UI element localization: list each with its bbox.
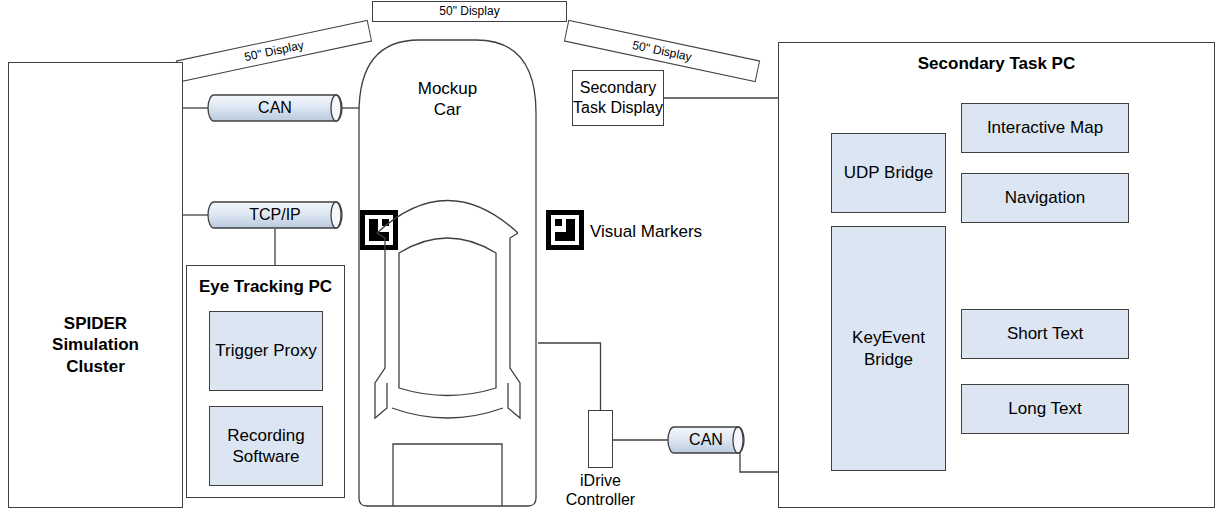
node-text: UDP Bridge xyxy=(844,162,933,183)
connector xyxy=(613,439,668,440)
node-text: CAN xyxy=(258,98,292,118)
display-box: Secondary Task Display xyxy=(572,70,664,126)
node-text: iDrive Controller xyxy=(556,471,646,509)
node-text: 50" Display xyxy=(631,37,693,64)
visual-marker xyxy=(546,210,584,250)
node-text: Short Text xyxy=(1007,323,1083,344)
node-text: SPIDER Simulation Cluster xyxy=(41,313,151,377)
node-text: CAN xyxy=(689,430,723,450)
software-box: Trigger Proxy xyxy=(209,311,323,391)
node-text: Navigation xyxy=(1005,187,1085,208)
node-text: Recording Software xyxy=(214,425,318,468)
connector xyxy=(183,214,208,215)
software-box: KeyEvent Bridge xyxy=(831,226,946,471)
pc-box: Eye Tracking PC Trigger ProxyRecording So… xyxy=(186,265,345,498)
node-text: Eye Tracking PC xyxy=(199,276,332,297)
node-text: 50" Display xyxy=(439,4,499,19)
node-text: TCP/IP xyxy=(249,205,301,225)
display-panel: 50" Display xyxy=(372,1,567,22)
bus-pipe: CAN xyxy=(208,94,342,122)
node-text: Secondary Task Display xyxy=(573,78,663,118)
connector xyxy=(740,452,778,472)
software-box: Recording Software xyxy=(209,406,323,486)
node-text: KeyEvent Bridge xyxy=(836,327,941,370)
node-text: Trigger Proxy xyxy=(215,340,316,361)
software-box: Navigation xyxy=(961,173,1129,223)
pc-box: Secondary Task PC UDP Bridge Interactive M… xyxy=(778,42,1215,508)
node-text: Long Text xyxy=(1008,398,1081,419)
connector xyxy=(342,107,359,108)
node-text: Interactive Map xyxy=(987,117,1103,138)
bus-pipe: CAN xyxy=(668,426,744,454)
simulation-cluster: SPIDER Simulation Cluster xyxy=(8,62,183,508)
software-box: Short Text xyxy=(961,309,1129,359)
marker-label: Visual Markers xyxy=(590,222,702,242)
controller-box: iDrive Controller xyxy=(588,410,613,468)
software-box: UDP Bridge xyxy=(831,133,946,213)
connector xyxy=(664,97,778,98)
visual-marker xyxy=(360,210,398,250)
software-box: Interactive Map xyxy=(961,103,1129,153)
connector xyxy=(538,343,601,410)
node-text: Mockup Car xyxy=(413,78,483,121)
node-text: Secondary Task PC xyxy=(918,53,1075,74)
display-panel: 50" Display xyxy=(176,20,372,82)
node-text: 50" Display xyxy=(243,37,305,64)
car-mockup: Mockup Car xyxy=(357,38,538,508)
software-box: Long Text xyxy=(961,384,1129,434)
connector xyxy=(183,107,208,108)
connector xyxy=(274,229,275,265)
bus-pipe: TCP/IP xyxy=(208,201,342,229)
